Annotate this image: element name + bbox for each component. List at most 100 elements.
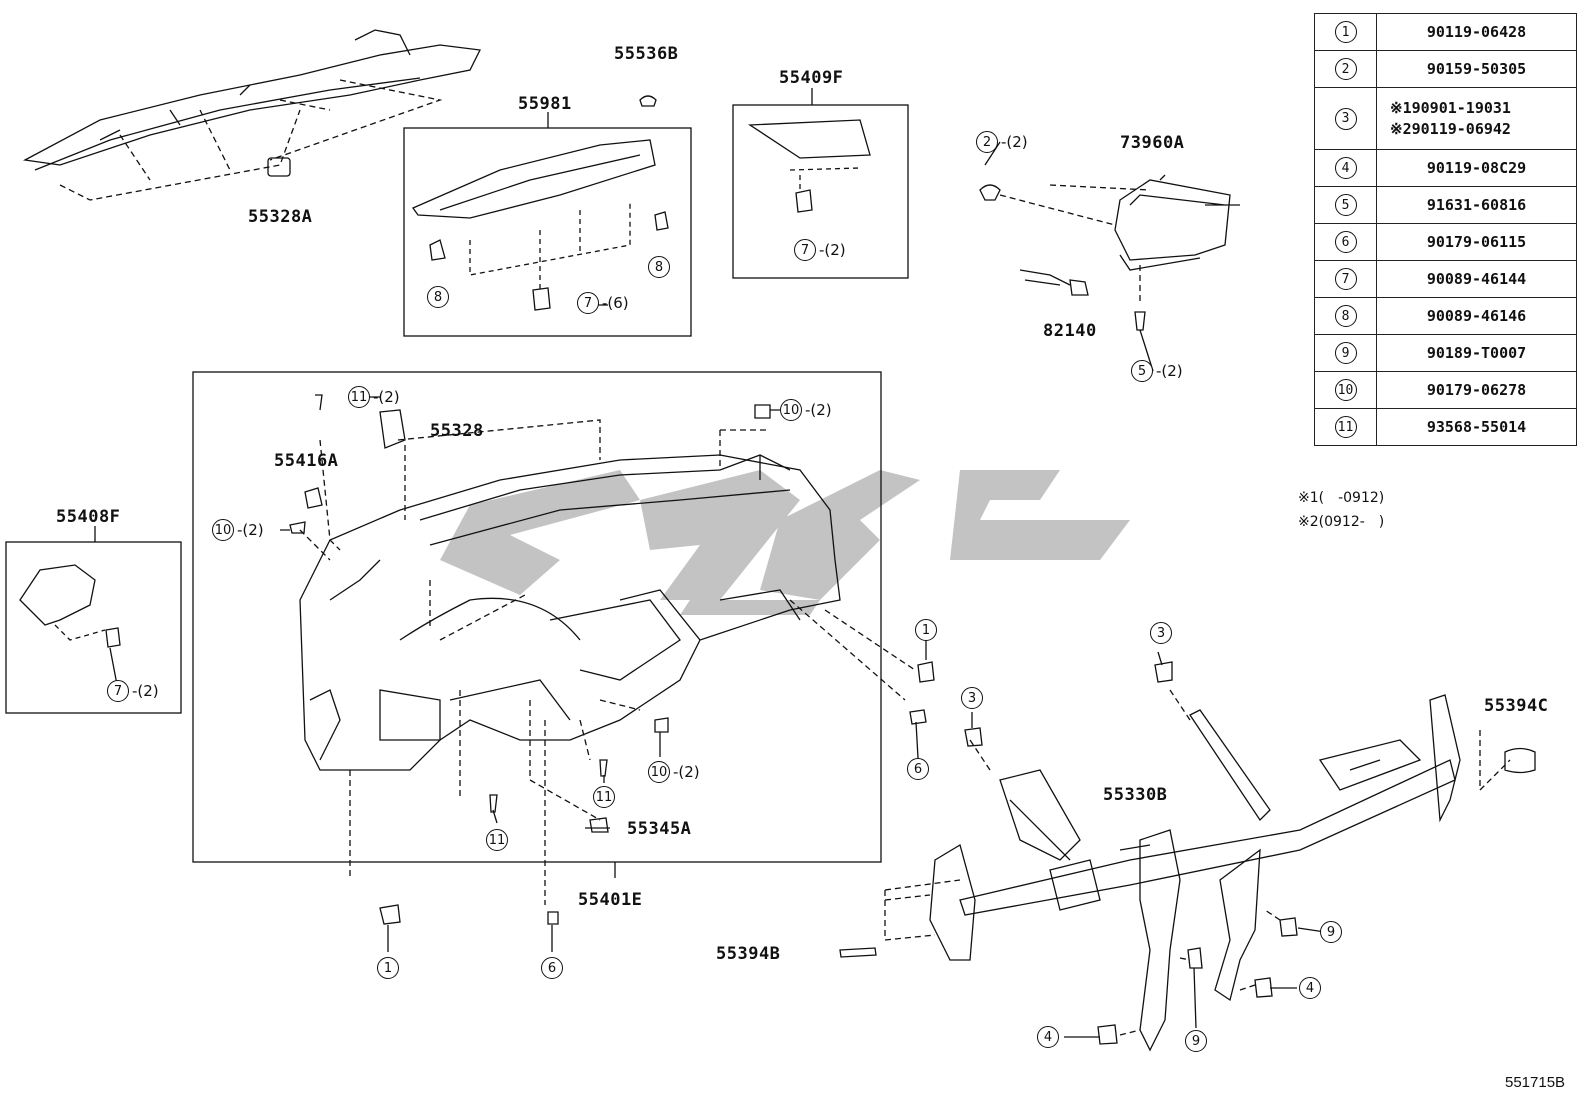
part-label-55416A: 55416A	[274, 451, 339, 471]
part-label-55394C: 55394C	[1484, 696, 1549, 716]
box-55401E	[192, 371, 882, 863]
callout: 4	[1299, 977, 1324, 999]
part-label-82140: 82140	[1043, 321, 1097, 341]
callout-qty: -(6)	[602, 294, 629, 312]
callout-qty: -(2)	[237, 521, 264, 539]
callout-number: 4	[1299, 977, 1321, 999]
clip-55536B-drawing	[639, 95, 657, 107]
callout: 1	[377, 957, 402, 979]
part-number: 90179-06278	[1376, 371, 1577, 409]
callout-number: 7	[794, 239, 816, 261]
part-number: 90189-T0007	[1376, 334, 1577, 372]
callout-qty: -(2)	[1001, 133, 1028, 151]
callout-number: 3	[961, 687, 983, 709]
callout-number: 1	[377, 957, 399, 979]
callout: 9	[1320, 921, 1345, 943]
ref-number: 4	[1334, 157, 1357, 180]
ref-number: 6	[1334, 231, 1357, 254]
part-label-55408F: 55408F	[56, 507, 121, 527]
reinforcement-drawing	[929, 694, 1461, 1052]
part-label-55409F: 55409F	[779, 68, 844, 88]
part-number: 90089-46146	[1376, 297, 1577, 335]
box-55408F	[5, 541, 182, 714]
callout: 7-(2)	[107, 680, 159, 702]
callout-number: 2	[976, 131, 998, 153]
table-row: 9 90189-T0007	[1314, 334, 1577, 372]
callout-qty: -(2)	[819, 241, 846, 259]
part-label-55345A: 55345A	[627, 819, 692, 839]
part-number: ※290119-06942	[1390, 119, 1511, 138]
callout-number: 9	[1185, 1030, 1207, 1052]
table-row: 1 90119-06428	[1314, 13, 1577, 51]
part-number: 90089-46144	[1376, 260, 1577, 298]
table-row: 5 91631-60816	[1314, 186, 1577, 224]
part-number: 90119-06428	[1376, 13, 1577, 51]
callout-number: 8	[427, 286, 449, 308]
diagram-code: 551715B	[1505, 1074, 1566, 1091]
note-1: ※1( -0912)	[1298, 490, 1385, 506]
part-label-55981: 55981	[518, 94, 572, 114]
part-number: ※190901-19031	[1390, 98, 1511, 117]
callout: 11-(2)	[348, 386, 400, 408]
callout: 10-(2)	[212, 519, 264, 541]
callout: 7-(6)	[577, 292, 629, 314]
table-row: 6 90179-06115	[1314, 223, 1577, 261]
callout: 11	[593, 786, 618, 808]
callout-number: 4	[1037, 1026, 1059, 1048]
callout: 3	[1150, 622, 1175, 644]
part-label-55330B: 55330B	[1103, 785, 1168, 805]
callout-number: 9	[1320, 921, 1342, 943]
callout-number: 10	[648, 761, 670, 783]
part-label-55328: 55328	[430, 421, 484, 441]
ref-number: 3	[1334, 107, 1357, 130]
callout-number: 3	[1150, 622, 1172, 644]
ref-number: 1	[1334, 21, 1357, 44]
callout: 3	[961, 687, 986, 709]
ref-number: 11	[1334, 416, 1357, 439]
part-number: 91631-60816	[1376, 186, 1577, 224]
part-number: 90119-08C29	[1376, 149, 1577, 187]
callout-qty: -(2)	[805, 401, 832, 419]
callout-number: 11	[593, 786, 615, 808]
callout: 5-(2)	[1131, 360, 1183, 382]
part-label-55394B: 55394B	[716, 944, 781, 964]
callout-qty: -(2)	[1156, 362, 1183, 380]
callout-number: 5	[1131, 360, 1153, 382]
watermark-logo	[440, 470, 1130, 615]
callout: 6	[907, 758, 932, 780]
callout: 8	[427, 286, 452, 308]
table-row: 4 90119-08C29	[1314, 149, 1577, 187]
callout: 11	[486, 829, 511, 851]
callout-number: 11	[486, 829, 508, 851]
callout: 2-(2)	[976, 131, 1028, 153]
callout-number: 7	[577, 292, 599, 314]
callout-number: 6	[541, 957, 563, 979]
callout-number: 11	[348, 386, 370, 408]
ref-number: 9	[1334, 342, 1357, 365]
callout: 8	[648, 256, 673, 278]
part-label-55401E: 55401E	[578, 890, 643, 910]
instrument-panel-drawing	[299, 454, 841, 771]
switch-cover-drawing	[19, 564, 96, 626]
wire-harness-drawing	[1019, 269, 1089, 296]
upper-dash-trim-drawing	[22, 29, 481, 201]
part-number: 90159-50305	[1376, 50, 1577, 88]
note-2: ※2(0912- )	[1298, 514, 1385, 530]
ref-number: 5	[1334, 194, 1357, 217]
airbag-module-drawing	[1114, 174, 1240, 271]
callout: 10-(2)	[780, 399, 832, 421]
defroster-garnish-drawing	[412, 139, 656, 290]
callout-number: 8	[648, 256, 670, 278]
part-label-73960A: 73960A	[1120, 133, 1185, 153]
callout-qty: -(2)	[373, 388, 400, 406]
callout-qty: -(2)	[132, 682, 159, 700]
part-number: 90179-06115	[1376, 223, 1577, 261]
callout: 4	[1037, 1026, 1062, 1048]
callout: 1	[915, 619, 940, 641]
